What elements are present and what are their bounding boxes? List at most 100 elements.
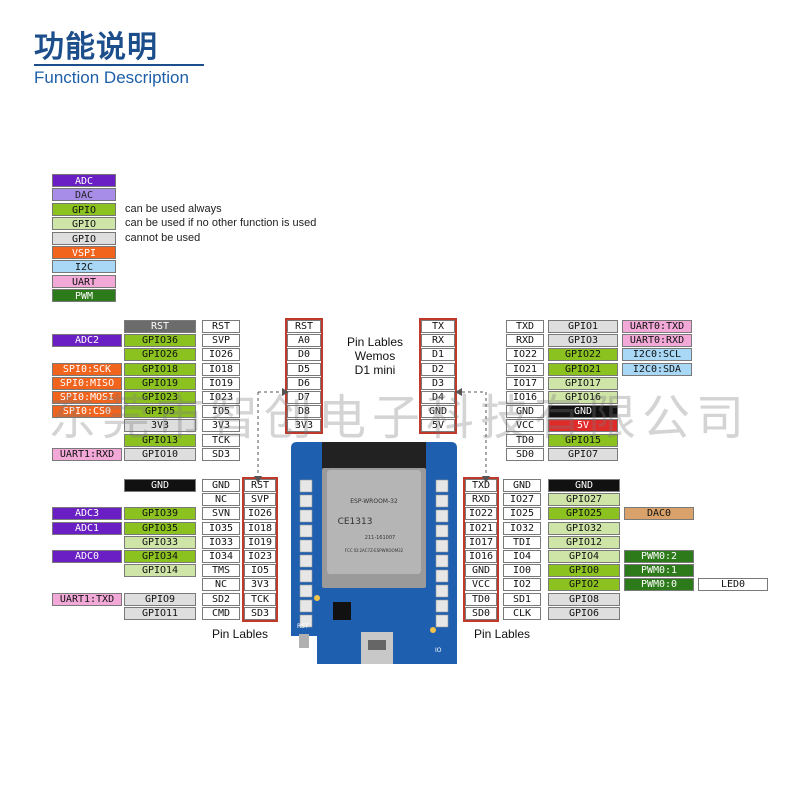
d1-left-7: 3V3 xyxy=(287,419,321,433)
br-io2-3: IO32 xyxy=(503,521,541,535)
d1-right-1: RX xyxy=(421,334,455,348)
module-line4: FCC ID:2AC7Z-ESPWROOM32 xyxy=(345,548,404,553)
bl-io2-9: SD3 xyxy=(244,606,276,620)
legend-swatch-8: PWM xyxy=(52,289,116,303)
br-gpio-0: GND xyxy=(548,479,620,492)
module-line2: CE1313 xyxy=(338,517,373,527)
bl-io-3: IO35 xyxy=(202,521,240,535)
br-io-2: IO22 xyxy=(465,507,497,521)
br-io-8: TD0 xyxy=(465,592,497,606)
br-io2-7: IO2 xyxy=(503,578,541,592)
tl-gpio-1: GPIO36 xyxy=(124,334,196,348)
tl-ext-9: UART1:RXD xyxy=(52,447,122,461)
br-io-5: IO16 xyxy=(465,550,497,563)
d1-right-6: GND xyxy=(421,405,455,419)
bl-io2-4: IO19 xyxy=(244,535,276,549)
d1-right-0: TX xyxy=(421,320,455,333)
tr-gpio-3: GPIO21 xyxy=(548,362,618,376)
bl-ext-3: ADC1 xyxy=(52,521,122,535)
br-io2-0: GND xyxy=(503,479,541,492)
tr-gpio-0: GPIO1 xyxy=(548,320,618,333)
pin-labels-right: Pin Lables xyxy=(473,627,531,641)
tr-ext-2: I2C0:SCL xyxy=(622,348,692,362)
bl-io2-5: IO23 xyxy=(244,550,276,563)
legend-swatch-4: GPIO xyxy=(52,231,116,245)
module-markings: ESP-WROOM-32 CE1313 211-161007 FCC ID:2A… xyxy=(338,498,404,553)
bl-io-0: GND xyxy=(202,479,240,492)
br-gpio-5: GPIO4 xyxy=(548,550,620,563)
tl-gpio-7: 3V3 xyxy=(124,419,196,433)
tr-io-0: TXD xyxy=(506,320,544,333)
tr-gpio-7: 5V xyxy=(548,419,618,433)
d1-mini-board: ESP-WROOM-32 CE1313 211-161007 FCC ID:2A… xyxy=(291,442,457,664)
page-title-cn: 功能说明 xyxy=(34,30,158,65)
legend-swatch-5: VSPI xyxy=(52,246,116,259)
br-gpio-2: GPIO25 xyxy=(548,507,620,521)
br-io-1: RXD xyxy=(465,493,497,507)
br-io-4: IO17 xyxy=(465,535,497,549)
bl-gpio-4: GPIO33 xyxy=(124,535,196,549)
page-title-en: Function Description xyxy=(34,68,189,87)
bl-io-9: CMD xyxy=(202,606,240,620)
d1-left-4: D6 xyxy=(287,376,321,390)
bl-ext-5: ADC0 xyxy=(52,550,122,563)
bl-io2-8: TCK xyxy=(244,592,276,606)
bl-io-1: NC xyxy=(202,493,240,507)
br-ext-7: PWM0:0 xyxy=(624,578,694,592)
br-ext-2: DAC0 xyxy=(624,507,694,521)
br-io-7: VCC xyxy=(465,578,497,592)
legend-swatch-3: GPIO xyxy=(52,217,116,231)
bl-io2-6: IO5 xyxy=(244,564,276,578)
legend-swatch-7: UART xyxy=(52,274,116,288)
bl-io-5: IO34 xyxy=(202,550,240,563)
br-io2-1: IO27 xyxy=(503,493,541,507)
watermark: 东莞市智创电子科技有限公司 xyxy=(48,390,751,446)
regulator-chip xyxy=(333,602,351,620)
tl-ext-4: SPI0:MISO xyxy=(52,376,122,390)
legend-desc-3: can be used if no other function is used xyxy=(125,217,317,230)
br-gpio-1: GPIO27 xyxy=(548,493,620,507)
center-header-line1: Pin Lables xyxy=(346,335,404,349)
br-gpio-6: GPIO0 xyxy=(548,564,620,578)
tr-io-7: VCC xyxy=(506,419,544,433)
br-io2-9: CLK xyxy=(503,606,541,620)
legend-swatch-1: DAC xyxy=(52,188,116,202)
d1-left-header-frame xyxy=(285,318,323,434)
d1-right-header-frame xyxy=(419,318,457,434)
tr-ext-3: I2C0:SDA xyxy=(622,362,692,376)
io-label: IO xyxy=(435,647,442,654)
tr-ext-1: UART0:RXD xyxy=(622,334,692,348)
bl-gpio-0: GND xyxy=(124,479,196,492)
d1-left-2: D0 xyxy=(287,348,321,362)
tr-gpio-1: GPIO3 xyxy=(548,334,618,348)
tl-ext-5: SPI0:MOSI xyxy=(52,391,122,404)
module-line1: ESP-WROOM-32 xyxy=(350,498,398,505)
tl-ext-6: SPI0:CS0 xyxy=(52,405,122,419)
legend-swatch-6: I2C xyxy=(52,260,116,274)
bl-io2-7: 3V3 xyxy=(244,578,276,592)
tl-ext-1: ADC2 xyxy=(52,334,122,348)
br-io-0: TXD xyxy=(465,479,497,492)
tr-io-5: IO16 xyxy=(506,391,544,404)
bl-ext-8: UART1:TXD xyxy=(52,592,122,606)
bl-io2-2: IO26 xyxy=(244,507,276,521)
tl-io-4: IO19 xyxy=(202,376,240,390)
rst-button xyxy=(299,634,309,648)
tl-io-3: IO18 xyxy=(202,362,240,376)
rst-label: RST xyxy=(297,623,309,630)
d1-right-5: D4 xyxy=(421,391,455,404)
tr-gpio-5: GPIO16 xyxy=(548,391,618,404)
bl-io2-3: IO18 xyxy=(244,521,276,535)
tr-io-3: IO21 xyxy=(506,362,544,376)
tl-gpio-6: GPIO5 xyxy=(124,405,196,419)
bl-io-6: TMS xyxy=(202,564,240,578)
br-ext-6: PWM0:1 xyxy=(624,564,694,578)
br-ext-5: PWM0:2 xyxy=(624,550,694,563)
d1-right-3: D2 xyxy=(421,362,455,376)
center-header-line2: Wemos xyxy=(354,349,396,363)
br-led: LED0 xyxy=(698,578,768,592)
bl-io-2: SVN xyxy=(202,507,240,521)
br-gpio-4: GPIO12 xyxy=(548,535,620,549)
tr-io-6: GND xyxy=(506,405,544,419)
tl-io-2: IO26 xyxy=(202,348,240,362)
